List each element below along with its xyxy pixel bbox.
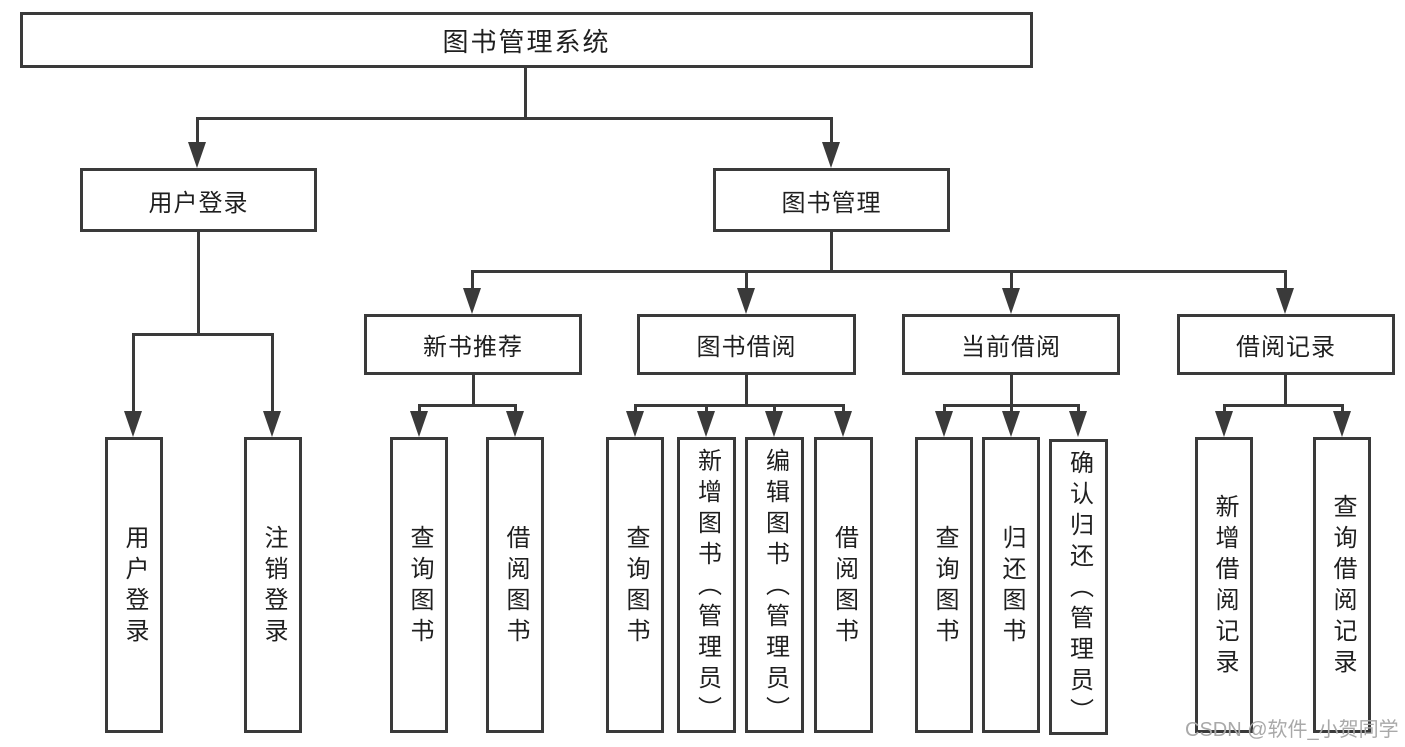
connector-line bbox=[1284, 270, 1287, 296]
node-borrowing-query-books: 查询图书 bbox=[606, 437, 664, 733]
connector-line bbox=[197, 232, 200, 335]
node-book-borrowing: 图书借阅 bbox=[637, 314, 856, 375]
node-borrowing-borrow-books: 借阅图书 bbox=[814, 437, 873, 733]
connector-line bbox=[943, 404, 946, 416]
connector-line bbox=[471, 270, 1287, 273]
connector-line bbox=[1077, 404, 1080, 416]
connector-line bbox=[1010, 270, 1013, 296]
node-add-book-admin: 新增图书（管理员） bbox=[677, 437, 736, 733]
connector-line bbox=[524, 67, 527, 119]
node-confirm-return-admin: 确认归还（管理员） bbox=[1049, 439, 1108, 735]
connector-line bbox=[1010, 375, 1013, 407]
connector-line bbox=[418, 404, 421, 416]
connector-line bbox=[1284, 375, 1287, 407]
arrow-down-icon bbox=[410, 411, 428, 437]
connector-line bbox=[1223, 404, 1344, 407]
arrow-down-icon bbox=[765, 411, 783, 437]
node-edit-book-admin: 编辑图书（管理员） bbox=[745, 437, 804, 733]
node-new-book-recommend: 新书推荐 bbox=[364, 314, 582, 375]
arrow-down-icon bbox=[1069, 411, 1087, 437]
connector-line bbox=[634, 404, 845, 407]
connector-line bbox=[471, 270, 474, 296]
csdn-watermark: CSDN @软件_小贺同学 bbox=[1185, 719, 1399, 741]
connector-line bbox=[830, 232, 833, 273]
connector-line bbox=[418, 404, 517, 407]
connector-line bbox=[196, 117, 833, 120]
connector-line bbox=[1341, 404, 1344, 416]
arrow-down-icon bbox=[263, 411, 281, 437]
arrow-down-icon bbox=[626, 411, 644, 437]
arrow-down-icon bbox=[822, 142, 840, 168]
connector-line bbox=[514, 404, 517, 416]
arrow-down-icon bbox=[834, 411, 852, 437]
node-return-books: 归还图书 bbox=[982, 437, 1040, 733]
node-recommend-borrow-books: 借阅图书 bbox=[486, 437, 544, 733]
connector-line bbox=[472, 375, 475, 407]
arrow-down-icon bbox=[737, 288, 755, 314]
node-query-borrow-record: 查询借阅记录 bbox=[1313, 437, 1371, 733]
connector-line bbox=[773, 404, 776, 416]
connector-line bbox=[745, 270, 748, 296]
arrow-down-icon bbox=[1002, 288, 1020, 314]
connector-line bbox=[1223, 404, 1226, 416]
arrow-down-icon bbox=[124, 411, 142, 437]
arrow-down-icon bbox=[188, 142, 206, 168]
arrow-down-icon bbox=[506, 411, 524, 437]
connector-line bbox=[132, 333, 274, 336]
arrow-down-icon bbox=[1215, 411, 1233, 437]
arrow-down-icon bbox=[1002, 411, 1020, 437]
node-add-borrow-record: 新增借阅记录 bbox=[1195, 437, 1253, 733]
node-recommend-query-books: 查询图书 bbox=[390, 437, 448, 733]
connector-line bbox=[271, 333, 274, 415]
connector-line bbox=[842, 404, 845, 416]
node-logout: 注销登录 bbox=[244, 437, 302, 733]
node-current-query-books: 查询图书 bbox=[915, 437, 973, 733]
arrow-down-icon bbox=[935, 411, 953, 437]
node-user-login: 用户登录 bbox=[80, 168, 317, 232]
connector-line bbox=[196, 117, 199, 147]
arrow-down-icon bbox=[1333, 411, 1351, 437]
connector-line bbox=[705, 404, 708, 416]
node-current-borrowing: 当前借阅 bbox=[902, 314, 1120, 375]
node-root: 图书管理系统 bbox=[20, 12, 1033, 68]
arrow-down-icon bbox=[1276, 288, 1294, 314]
node-borrow-records: 借阅记录 bbox=[1177, 314, 1395, 375]
connector-line bbox=[132, 333, 135, 415]
connector-line bbox=[830, 117, 833, 147]
arrow-down-icon bbox=[463, 288, 481, 314]
arrow-down-icon bbox=[697, 411, 715, 437]
connector-line bbox=[745, 375, 748, 407]
connector-line bbox=[634, 404, 637, 416]
connector-line bbox=[1010, 404, 1013, 416]
node-book-management: 图书管理 bbox=[713, 168, 950, 232]
node-user-login-leaf: 用户登录 bbox=[105, 437, 163, 733]
